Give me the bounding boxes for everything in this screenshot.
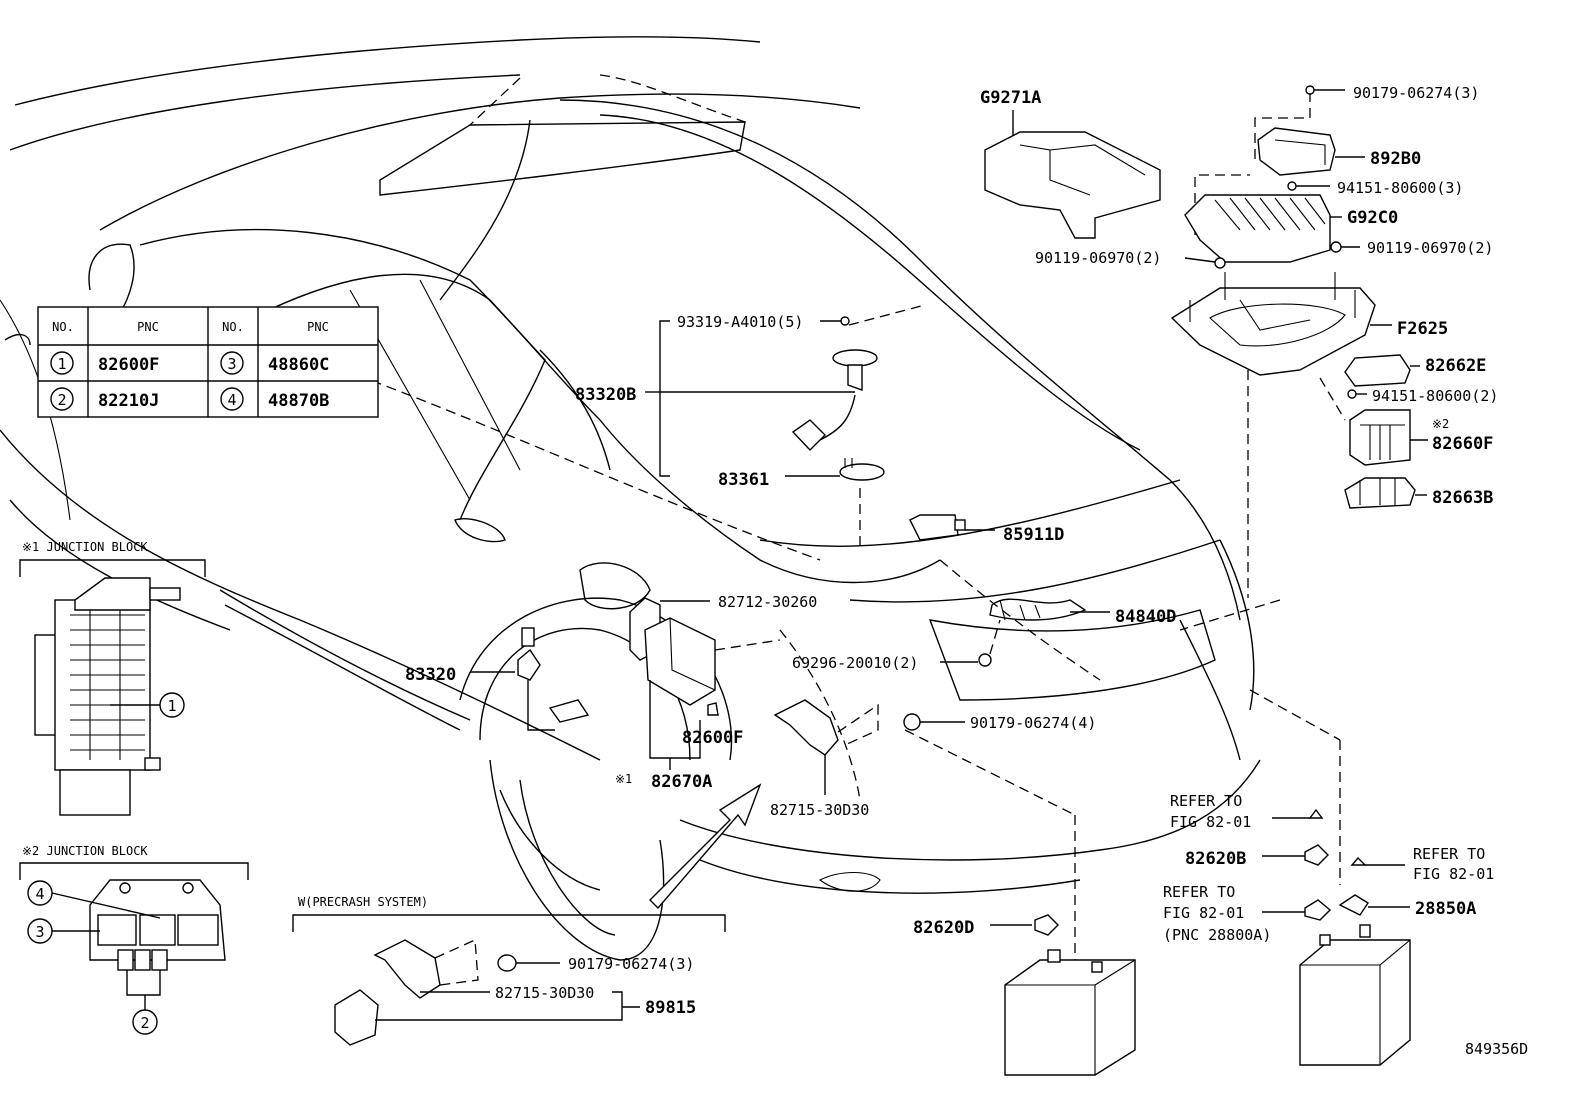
label-90119-06970-2-right: 90119-06970(2) xyxy=(1367,239,1493,257)
pnc-table: NO. PNC NO. PNC 1 82600F 3 48860C 2 8221… xyxy=(37,306,379,418)
label-90179-06274-3: 90179-06274(3) xyxy=(1353,84,1479,102)
label-g9271a: G9271A xyxy=(980,88,1041,108)
precrash-label-sensor: 89815 xyxy=(645,998,696,1018)
junction-block-2: ※2 JUNCTION BLOCK 4 3 2 xyxy=(19,844,249,1035)
label-93319-a4010-5: 93319-A4010(5) xyxy=(677,313,803,331)
label-83361: 83361 xyxy=(718,470,769,490)
label-82662e: 82662E xyxy=(1425,356,1486,376)
refer1-line1: REFER TO xyxy=(1170,792,1242,810)
refer1-line2: FIG 82-01 xyxy=(1170,813,1251,831)
label-90179-06274-4: 90179-06274(4) xyxy=(970,714,1096,732)
module-g92c0: G92C0 90119-06970(2) 90119-06970(2) xyxy=(1035,174,1493,269)
mark-2: ※2 xyxy=(1432,417,1449,431)
battery-right: REFER TO FIG 82-01 82620B REFER TO FIG 8… xyxy=(1163,599,1494,1066)
label-82670a: 82670A xyxy=(651,772,712,792)
table-header-pnc-a: PNC xyxy=(137,320,159,334)
refer3-line2: FIG 82-01 xyxy=(1163,904,1244,922)
refer2-line1: REFER TO xyxy=(1413,845,1485,863)
car-body-outline xyxy=(0,36,1261,961)
cover-82663b: 82663B xyxy=(1344,477,1493,509)
junction-block-1: ※1 JUNCTION BLOCK 1 xyxy=(19,540,206,816)
label-892b0: 892B0 xyxy=(1370,149,1421,169)
label-28850a: 28850A xyxy=(1415,899,1476,919)
ecu-82670a: 82712-30260 82600F ※1 82670A xyxy=(615,593,817,792)
label-82660f: 82660F xyxy=(1432,434,1493,454)
label-94151-80600-3: 94151-80600(3) xyxy=(1337,179,1463,197)
battery-left: 82620D xyxy=(913,815,1136,1076)
label-69296-20010-2: 69296-20010(2) xyxy=(792,654,918,672)
precrash-title: W(PRECRASH SYSTEM) xyxy=(298,895,428,909)
label-85911d: 85911D xyxy=(1003,525,1064,545)
label-82663b: 82663B xyxy=(1432,488,1493,508)
jb2-callout-3: 3 xyxy=(35,923,44,941)
table-header-pnc-b: PNC xyxy=(307,320,329,334)
label-82712-30260: 82712-30260 xyxy=(718,593,817,611)
figure-code: 849356D xyxy=(1465,1040,1528,1058)
table-header-no-a: NO. xyxy=(52,320,74,334)
label-84840d: 84840D xyxy=(1115,607,1176,627)
refer3-line3: (PNC 28800A) xyxy=(1163,926,1271,944)
mark-1: ※1 xyxy=(615,772,632,786)
label-82715-30d30: 82715-30D30 xyxy=(770,801,869,819)
table-cell-no: 2 xyxy=(57,391,66,409)
label-83320: 83320 xyxy=(405,665,456,685)
refer2-line2: FIG 82-01 xyxy=(1413,865,1494,883)
tray-g9271a: G9271A xyxy=(980,88,1161,239)
label-82620b: 82620B xyxy=(1185,849,1246,869)
fuel-lid-opener-83320: 83320 xyxy=(405,627,590,731)
table-cell-pnc: 82600F xyxy=(98,355,159,375)
junction-block-82660f: ※2 82660F xyxy=(1319,377,1493,466)
sender-83320b: 93319-A4010(5) 83320B 83361 xyxy=(575,304,926,545)
jb2-callout-4: 4 xyxy=(35,885,44,903)
label-94151-80600-2: 94151-80600(2) xyxy=(1372,387,1498,405)
jb1-title: ※1 JUNCTION BLOCK xyxy=(22,540,148,554)
table-cell-no: 3 xyxy=(227,355,236,373)
jb1-fuse-rows xyxy=(70,610,145,760)
ecu-892b0: 90179-06274(3) 892B0 94151-80600(3) xyxy=(1254,84,1479,197)
table-cell-pnc: 48870B xyxy=(268,391,329,411)
precrash-label-bracket: 82715-30D30 xyxy=(495,984,594,1002)
bracket-f2625: F2625 xyxy=(1170,272,1448,598)
label-90119-06970-2-left: 90119-06970(2) xyxy=(1035,249,1161,267)
sensor-85911d: 85911D xyxy=(909,514,1064,545)
label-82620d: 82620D xyxy=(913,918,974,938)
label-82600f: 82600F xyxy=(682,728,743,748)
jb1-callout: 1 xyxy=(167,697,176,715)
harness-84840d: 84840D 69296-20010(2) xyxy=(792,598,1176,672)
precrash-label-bolt: 90179-06274(3) xyxy=(568,955,694,973)
table-cell-no: 4 xyxy=(227,391,236,409)
bracket-82715-30d30: 90179-06274(4) 82715-30D30 xyxy=(649,699,1096,910)
label-g92c0: G92C0 xyxy=(1347,208,1398,228)
precrash-system-group: W(PRECRASH SYSTEM) 90179-06274(3) 82715-… xyxy=(292,895,726,1046)
jb2-title: ※2 JUNCTION BLOCK xyxy=(22,844,148,858)
label-83320b: 83320B xyxy=(575,385,636,405)
table-cell-no: 1 xyxy=(57,355,66,373)
table-cell-pnc: 82210J xyxy=(98,391,159,411)
label-f2625: F2625 xyxy=(1397,319,1448,339)
refer3-line1: REFER TO xyxy=(1163,883,1235,901)
table-header-no-b: NO. xyxy=(222,320,244,334)
cover-82662e: 82662E 94151-80600(2) xyxy=(1344,354,1498,405)
heat-sink-fins xyxy=(1214,197,1326,231)
table-cell-pnc: 48860C xyxy=(268,355,329,375)
jb2-callout-2: 2 xyxy=(140,1014,149,1032)
